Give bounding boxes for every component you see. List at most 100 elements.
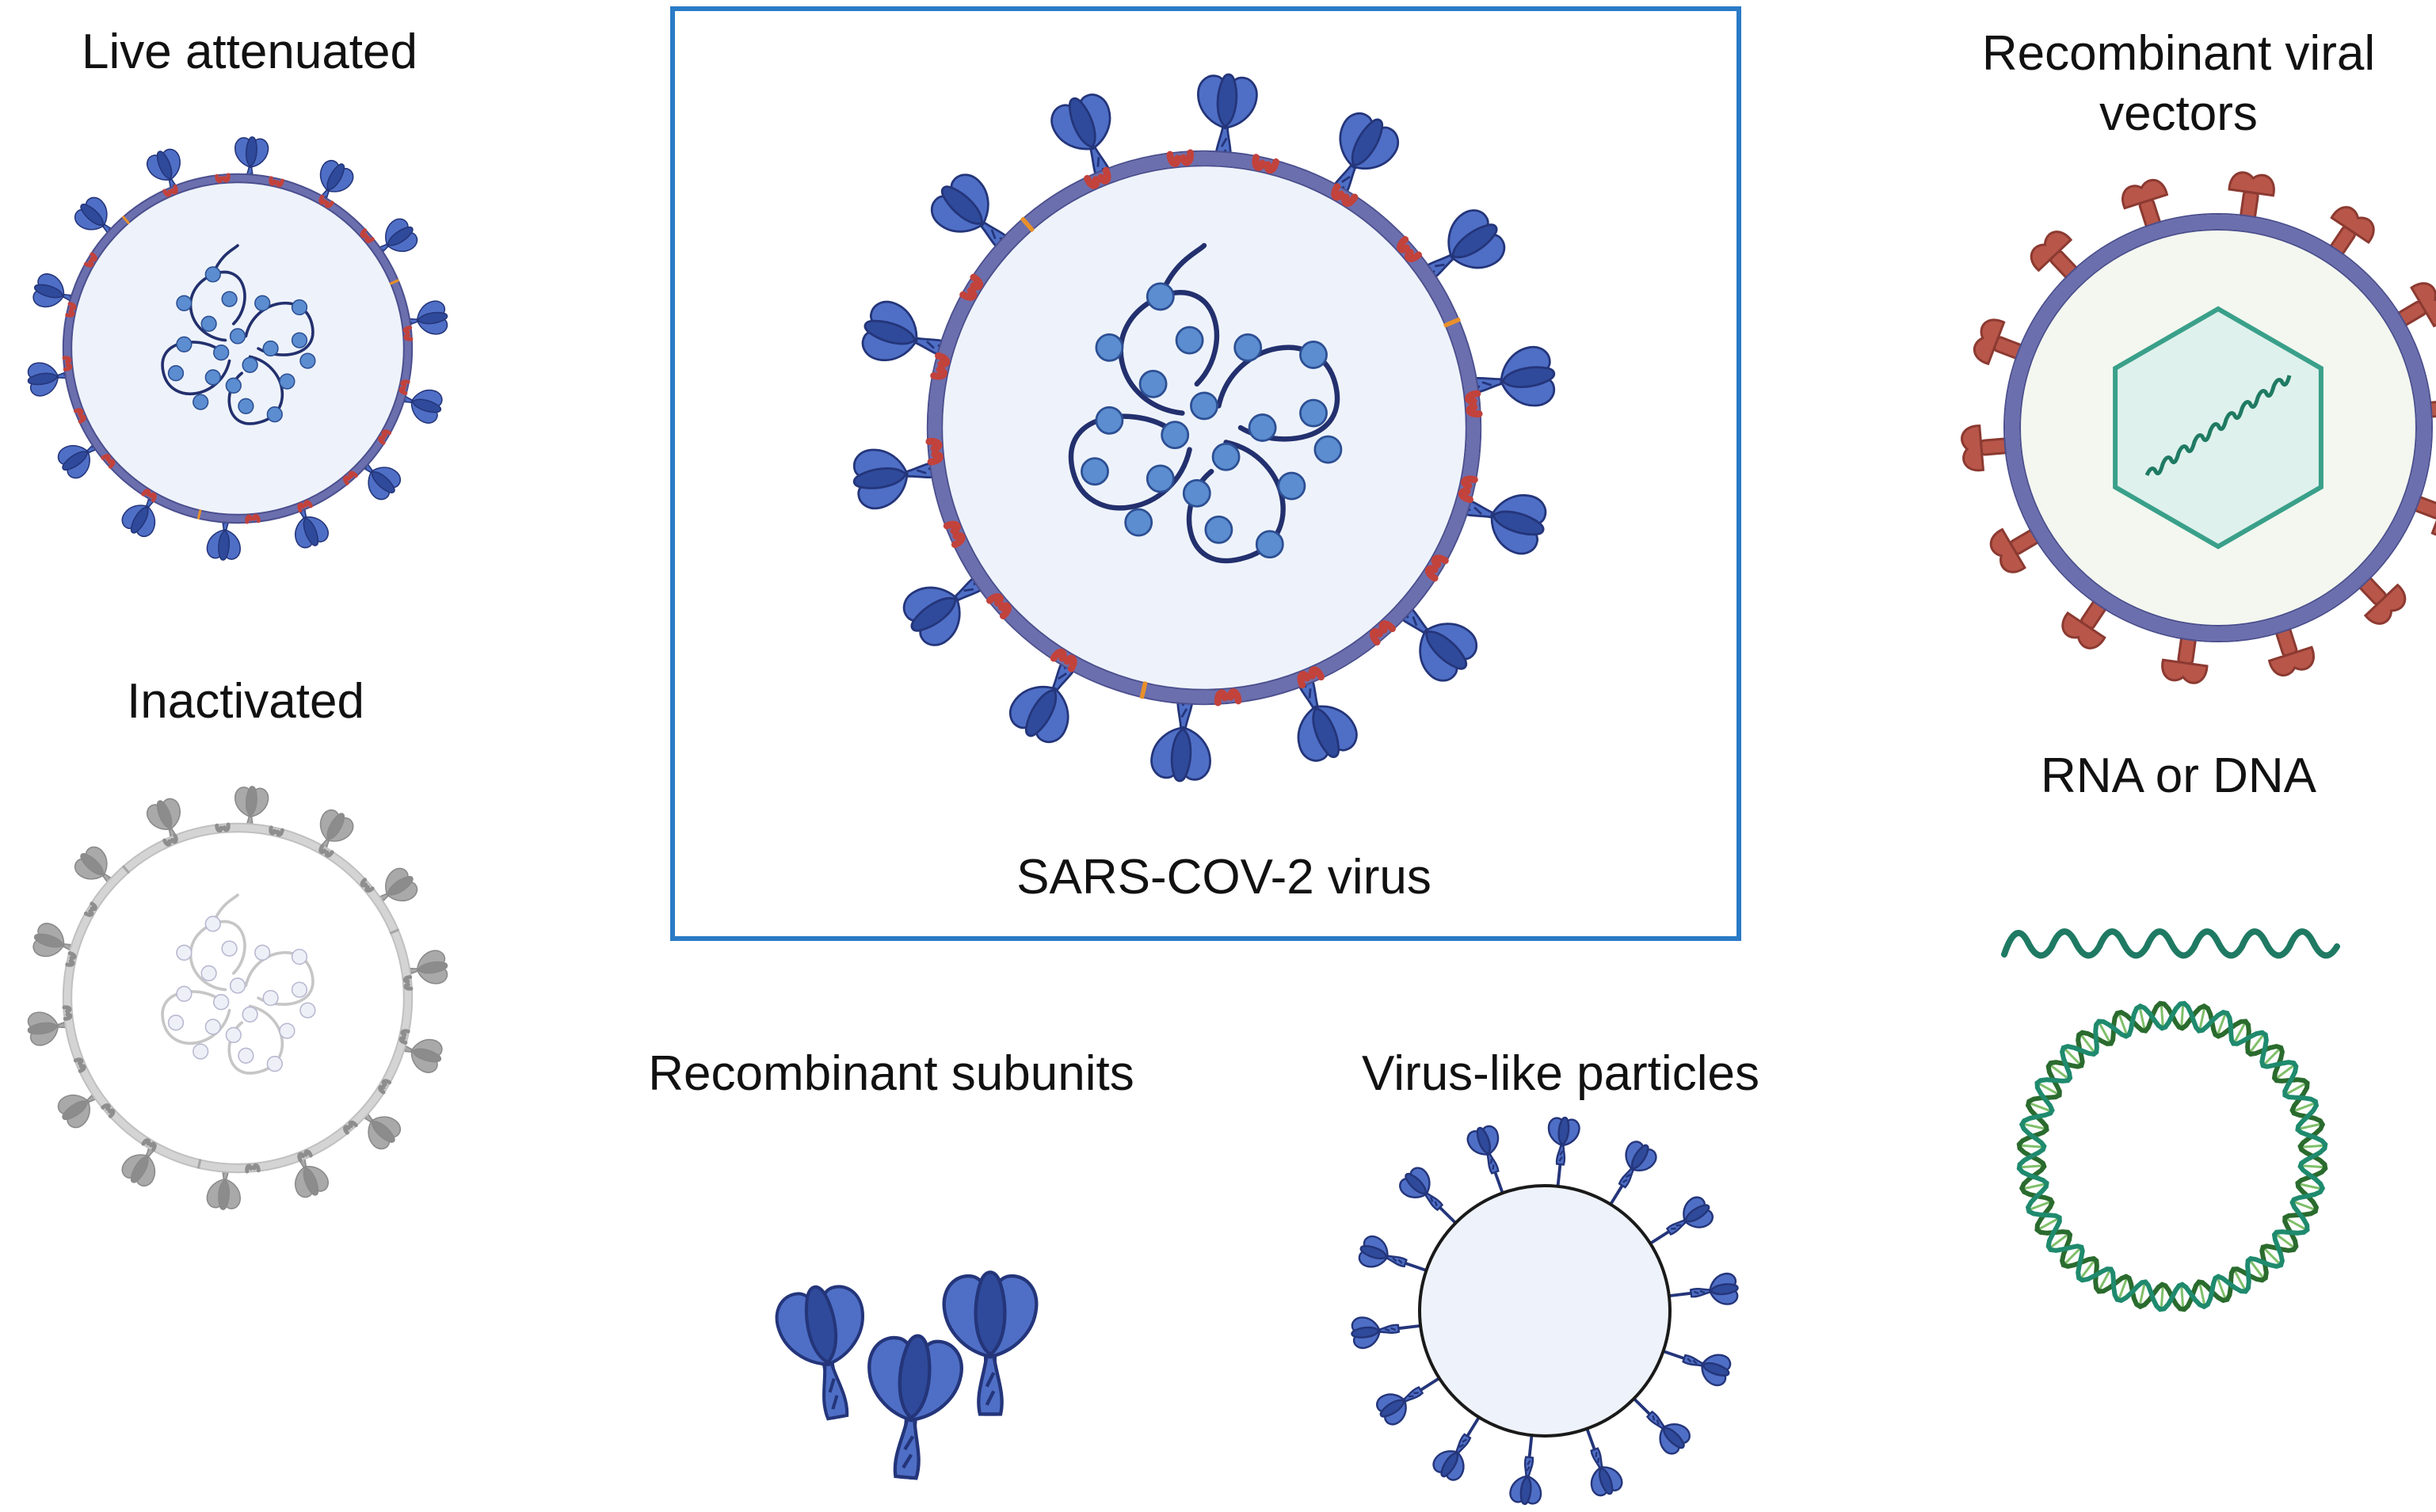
membrane-protein — [297, 500, 313, 513]
envelope-protein — [122, 865, 130, 874]
membrane-protein — [215, 822, 231, 833]
membrane-protein — [318, 194, 334, 208]
spike-protein — [1509, 1456, 1542, 1506]
spike-protein — [1547, 1116, 1580, 1166]
spike-protein — [1008, 652, 1081, 744]
vector-surface-protein — [1989, 525, 2046, 573]
membrane-protein — [1214, 688, 1242, 706]
spike-protein — [27, 362, 80, 397]
membrane-protein — [65, 951, 77, 967]
membrane-protein — [1297, 666, 1325, 689]
nucleocapsid-bead — [229, 328, 246, 345]
nucleocapsid-bead — [1124, 508, 1153, 537]
spike-protein — [1689, 1272, 1739, 1305]
nucleocapsid-bead — [1313, 435, 1343, 464]
spike-protein — [1376, 1386, 1424, 1426]
membrane-protein — [360, 228, 375, 243]
label-recombinant-viral-vectors-line1: Recombinant viral — [1981, 26, 2376, 81]
spike-protein — [775, 1285, 864, 1421]
nucleocapsid-bead — [1190, 391, 1218, 421]
nucleocapsid-bead — [1299, 398, 1328, 428]
nucleocapsid-bead — [299, 1002, 316, 1019]
membrane-protein — [402, 326, 414, 341]
nucleocapsid-bead — [262, 340, 279, 357]
envelope-protein — [1443, 317, 1461, 328]
membrane-protein — [215, 173, 231, 184]
membrane-protein — [925, 437, 944, 466]
membrane-protein — [162, 833, 178, 847]
nucleocapsid-bead — [238, 398, 254, 414]
spike-protein — [902, 570, 992, 646]
label-recombinant-viral-vectors: Recombinant viral vectors — [1917, 24, 2436, 144]
nucleocapsid-bead — [204, 916, 221, 932]
spike-protein — [395, 300, 448, 335]
spike-protein — [1590, 1447, 1623, 1497]
membrane-protein — [297, 1149, 313, 1163]
membrane-protein — [343, 470, 358, 486]
nucleocapsid-bead — [221, 291, 238, 307]
live-attenuated-virus — [27, 136, 448, 561]
label-rna-or-dna: RNA or DNA — [2041, 748, 2316, 803]
rna-or-dna-illustration — [2001, 928, 2340, 1312]
nucleocapsid-bead — [266, 406, 283, 423]
rna-strand — [2001, 928, 2340, 959]
spike-protein — [930, 173, 1016, 256]
nucleocapsid-bead — [291, 948, 308, 965]
nucleocapsid-bead — [279, 373, 295, 390]
nucleocapsid-bead — [229, 977, 246, 994]
envelope-protein — [1020, 217, 1035, 232]
spike-protein — [852, 448, 946, 510]
membrane-protein — [360, 878, 375, 893]
viral-genome — [161, 244, 316, 425]
nucleocapsid-bead — [204, 369, 221, 386]
nucleocapsid-bead — [225, 1026, 242, 1043]
virus-like-particle — [1351, 1116, 1739, 1506]
membrane-protein — [62, 1005, 73, 1021]
spike-protein — [1462, 345, 1556, 407]
membrane-protein — [378, 1079, 392, 1095]
spike-protein — [1416, 209, 1506, 285]
vlp-shell — [1418, 1184, 1672, 1438]
membrane-protein — [73, 408, 86, 424]
spike-protein — [1665, 1196, 1714, 1236]
membrane-protein — [162, 184, 178, 197]
vector-genome — [2144, 375, 2292, 477]
membrane-protein — [1084, 166, 1111, 189]
nucleocapsid-bead — [238, 1047, 254, 1064]
vlp-stalk — [1585, 1428, 1596, 1451]
nucleocapsid-bead — [266, 1056, 283, 1072]
membrane-protein — [985, 593, 1012, 620]
sars-cov-2-virus — [852, 73, 1556, 783]
membrane-protein — [1166, 149, 1195, 167]
vlp-stalk — [1419, 1377, 1440, 1392]
nucleocapsid-bead — [1233, 333, 1263, 362]
membrane-protein — [269, 825, 284, 837]
viral-envelope — [63, 174, 412, 523]
envelope-protein — [196, 1159, 202, 1169]
label-inactivated: Inactivated — [127, 674, 364, 729]
membrane-protein — [83, 901, 97, 917]
nucleocapsid-bead — [1182, 478, 1211, 508]
nucleocapsid-bead — [291, 981, 308, 998]
membrane-protein — [1465, 390, 1483, 418]
sars-cov-2-frame — [670, 6, 1741, 941]
membrane-protein — [398, 1029, 410, 1045]
membrane-protein — [1370, 620, 1397, 646]
label-recombinant-viral-vectors-line2: vectors — [2099, 86, 2258, 141]
spike-protein — [942, 1270, 1039, 1416]
vlp-stalk — [1556, 1163, 1562, 1186]
vlp-stalk — [1527, 1435, 1534, 1459]
nucleocapsid-bead — [1248, 413, 1277, 442]
nucleocapsid-bead — [225, 377, 242, 394]
recombinant-subunits-illustration — [775, 1270, 1039, 1480]
nucleocapsid-bead — [1255, 530, 1284, 559]
envelope-protein — [122, 215, 130, 225]
nucleocapsid-bead — [204, 1019, 221, 1035]
nucleocapsid-bead — [1204, 515, 1233, 544]
nucleocapsid-bead — [193, 1043, 209, 1060]
viral-envelope — [63, 824, 412, 1172]
envelope-protein — [389, 928, 399, 935]
membrane-protein — [943, 520, 966, 548]
nucleocapsid-bead — [1081, 457, 1109, 486]
